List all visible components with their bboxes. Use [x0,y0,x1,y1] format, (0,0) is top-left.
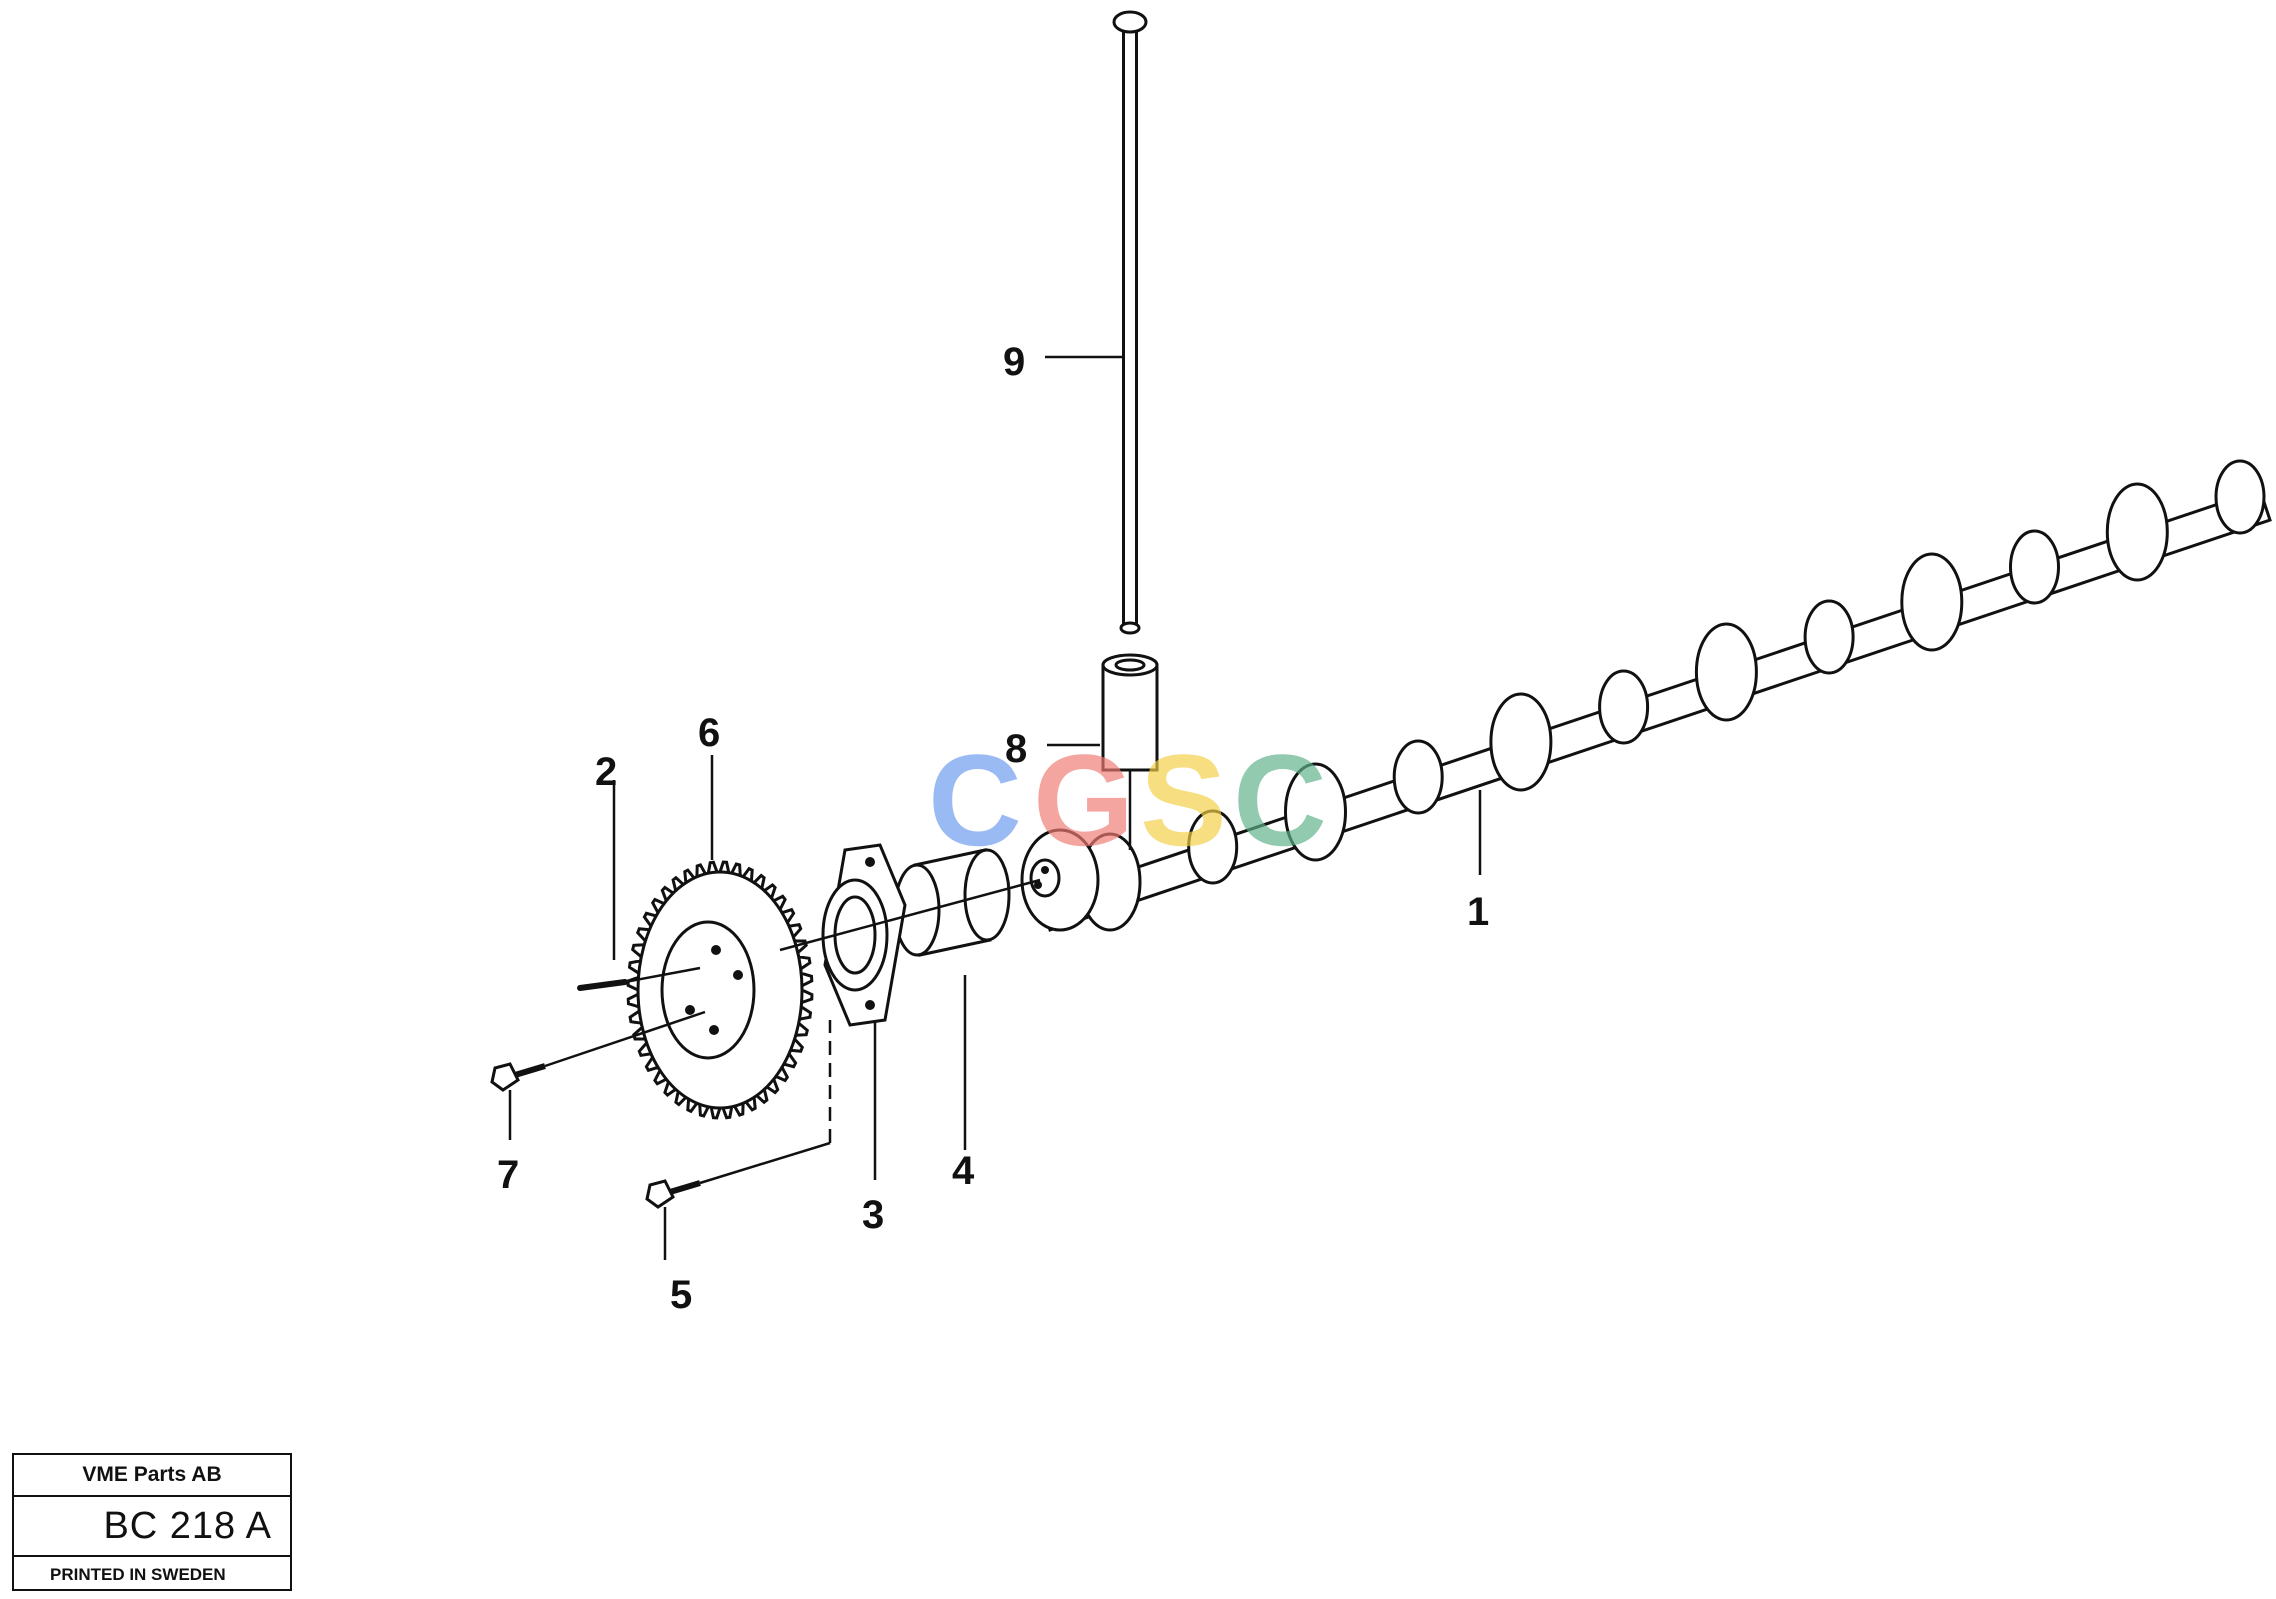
callout-4: 4 [952,1149,975,1193]
push-rod-part [1112,10,1148,635]
cam-lobe [1803,599,1855,675]
callout-1: 1 [1467,890,1489,934]
svg-text:G: G [1033,735,1134,865]
company-name: VME Parts AB [14,1455,290,1497]
cam-lobe [2214,459,2266,535]
callout-3: 3 [862,1193,884,1237]
cgsc-watermark-logo: C G S C [928,735,1327,865]
svg-text:S: S [1140,735,1227,865]
printed-note: PRINTED IN SWEDEN [50,1565,226,1584]
camshaft-part [1020,459,2272,932]
key-pin-part [577,979,628,991]
callout-2: 2 [595,750,617,794]
callout-9: 9 [1003,340,1025,384]
cam-lobe [2009,529,2060,605]
flange-screw-part [645,1179,701,1209]
tappet-part [1101,653,1159,772]
callout-8: 8 [1005,727,1027,771]
callout-6: 6 [698,711,720,755]
cam-lobe [2105,482,2169,582]
cam-lobe [1598,669,1650,745]
callout-7: 7 [497,1153,519,1197]
cam-lobe [1900,552,1964,652]
cam-lobe [1392,739,1444,815]
diagram-code: BC 218 A [14,1497,290,1557]
cam-lobe [1187,809,1239,885]
camshaft-gear-part [626,860,814,1120]
cam-lobe [1694,622,1758,722]
svg-text:C: C [928,735,1022,865]
cam-lobe [1489,692,1553,792]
cam-lobe [1284,762,1347,862]
title-block: VME Parts AB BC 218 A PRINTED IN SWEDEN [12,1453,292,1591]
svg-text:C: C [1233,735,1327,865]
gear-screw-part [490,1062,546,1092]
leader-lines [508,355,1482,1260]
thrust-flange-part [821,843,907,1027]
callout-5: 5 [670,1273,692,1317]
